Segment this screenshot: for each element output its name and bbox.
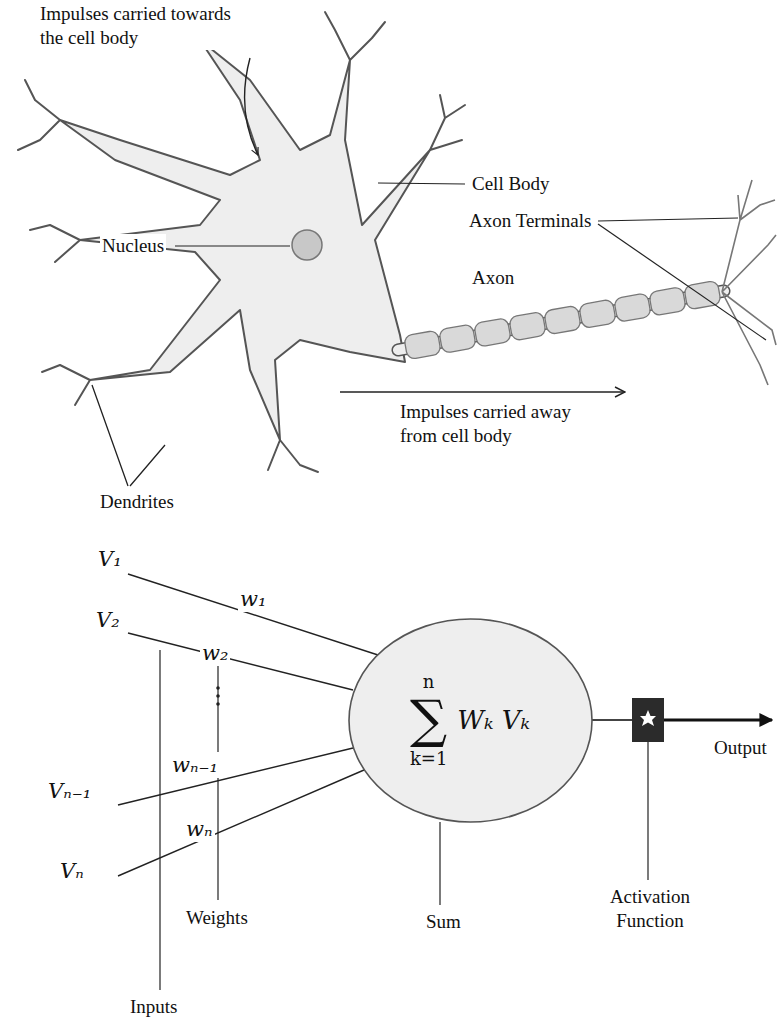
cell-body bbox=[60, 40, 430, 440]
part-label: Activation Function bbox=[590, 885, 710, 933]
input-name: Vₙ₋₁ bbox=[46, 778, 93, 804]
myelin-segment bbox=[614, 293, 652, 323]
input-name: V₂ bbox=[94, 607, 122, 633]
weight-name: wₙ₋₁ bbox=[170, 752, 220, 778]
sum-limit: n bbox=[423, 672, 435, 692]
part-label: Weights bbox=[184, 906, 250, 930]
bracket bbox=[92, 385, 165, 486]
sum-circle: n∑k=1 Wₖ Vₖ bbox=[348, 618, 593, 823]
weight-name: w₁ bbox=[238, 586, 268, 612]
dendrite-branch bbox=[30, 225, 80, 262]
weight-name: wₙ bbox=[184, 816, 215, 842]
nucleus bbox=[292, 230, 322, 260]
input-name: V₁ bbox=[96, 546, 124, 572]
dendrite-branch bbox=[430, 95, 465, 150]
part-label: Output bbox=[712, 736, 769, 760]
part-label: Nucleus bbox=[100, 234, 166, 258]
leader-line bbox=[159, 650, 160, 990]
part-label: Dendrites bbox=[98, 490, 176, 514]
leader-line bbox=[598, 224, 766, 340]
part-label: Impulses carried away from cell body bbox=[398, 400, 577, 448]
sum-content: n∑k=1 Wₖ Vₖ bbox=[410, 672, 530, 769]
myelin-segment bbox=[439, 324, 477, 354]
leader-line bbox=[439, 822, 440, 905]
myelin-segment bbox=[579, 299, 617, 329]
dendrite-branch bbox=[325, 12, 385, 60]
activation-star bbox=[640, 710, 656, 726]
activation-box bbox=[632, 698, 664, 742]
weight-name: w₂ bbox=[200, 640, 230, 666]
part-label: Axon Terminals bbox=[467, 209, 593, 233]
myelin-segment bbox=[474, 318, 512, 348]
part-label: Cell Body bbox=[470, 172, 552, 196]
sum-column: Wₖ Vₖ bbox=[457, 706, 530, 735]
myelin-segment bbox=[404, 330, 442, 360]
input-line bbox=[118, 770, 364, 876]
myelin-segment bbox=[649, 287, 687, 317]
part-label: Impulses carried towards the cell body bbox=[38, 2, 242, 50]
input-name: Vₙ bbox=[58, 858, 86, 884]
impulse-arrow bbox=[340, 391, 625, 392]
part-label: Axon bbox=[470, 266, 516, 290]
output-arrow bbox=[664, 719, 772, 722]
impulse-arrow bbox=[245, 58, 258, 155]
input-line bbox=[118, 748, 353, 805]
leader-line bbox=[378, 183, 465, 184]
dendrite-branch bbox=[268, 440, 318, 472]
myelin-sheath bbox=[404, 280, 722, 359]
sum-column: n∑k=1 bbox=[410, 672, 447, 769]
leader-line bbox=[647, 742, 648, 880]
myelin-segment bbox=[509, 311, 547, 341]
dendrite-branch bbox=[18, 80, 60, 150]
leader-line bbox=[598, 218, 738, 221]
dendrite-branch bbox=[42, 365, 90, 405]
connector-line bbox=[592, 719, 632, 721]
input-line bbox=[128, 633, 353, 690]
leader-line bbox=[175, 245, 290, 246]
part-label: Sum bbox=[424, 910, 463, 934]
sum-term: Wₖ Vₖ bbox=[457, 706, 530, 735]
axon-terminal bbox=[722, 180, 776, 385]
part-label: Inputs bbox=[128, 995, 180, 1019]
sum-limit: k=1 bbox=[410, 749, 447, 769]
sum-ellipse bbox=[349, 619, 592, 822]
myelin-segment bbox=[544, 305, 582, 335]
sum-symbol: ∑ bbox=[410, 691, 447, 748]
